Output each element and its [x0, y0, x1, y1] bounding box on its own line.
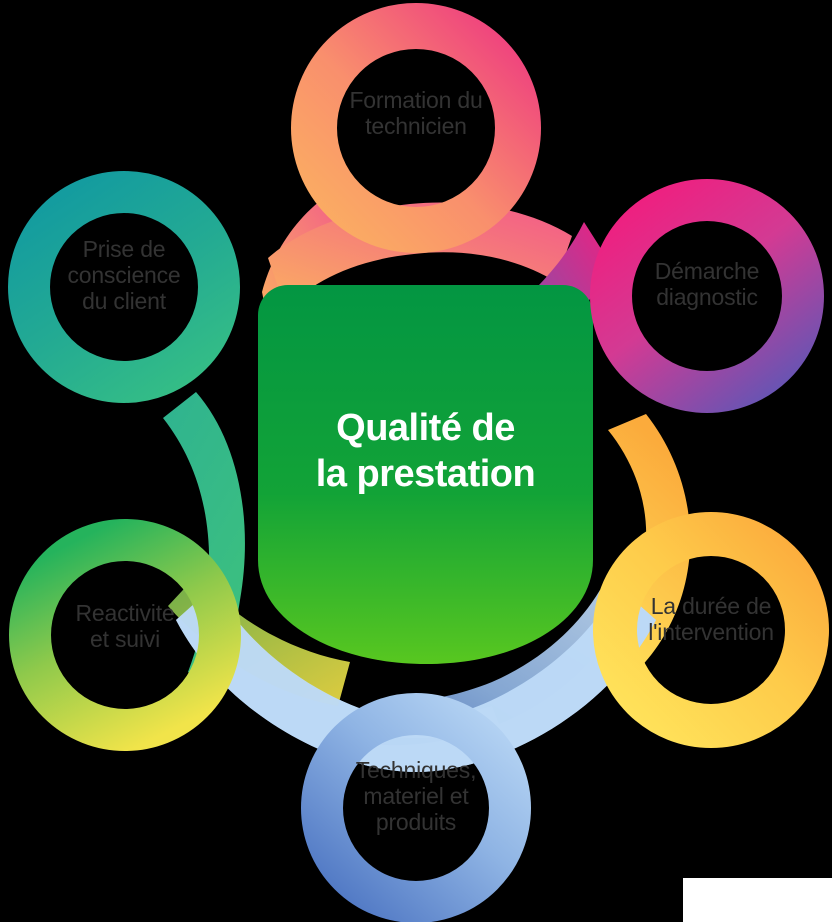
node-ring-formation-du-technicien[interactable]	[291, 3, 541, 253]
center-panel	[258, 285, 593, 664]
corner-white-patch	[683, 878, 832, 922]
node-ring-demarche-diagnostic[interactable]	[590, 179, 824, 413]
node-ring-prise-de-conscience-du-client[interactable]	[8, 171, 240, 403]
node-ring-techniques-materiel-et-produits[interactable]	[301, 693, 531, 922]
node-ring-la-duree-de-l-intervention[interactable]	[593, 512, 829, 748]
node-ring-reactivite-et-suivi[interactable]	[9, 519, 241, 751]
center-panel-label: Qualité de la prestation	[315, 407, 536, 496]
connector-tail-duree	[600, 414, 691, 672]
